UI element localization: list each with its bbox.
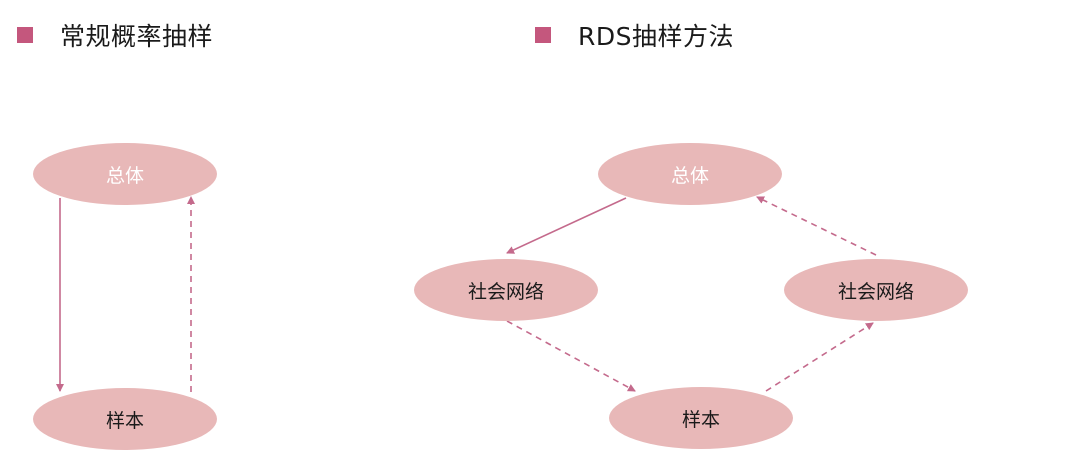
node-sample-right — [609, 387, 793, 449]
heading-conventional-sampling: 常规概率抽样 — [17, 17, 213, 53]
arrow-population-to-network-left — [506, 197, 627, 254]
arrow-network-left-to-sample-dashed — [506, 320, 636, 392]
heading-rds-sampling-text: RDS抽样方法 — [578, 22, 734, 51]
node-social-network-right-label: 社会网络 — [838, 281, 914, 303]
heading-conventional-sampling-text: 常规概率抽样 — [60, 22, 214, 51]
node-sample-left-label: 样本 — [106, 410, 144, 432]
right-diagram: 总体 社会网络 社会网络 样本 — [414, 143, 968, 449]
heading-rds-sampling: RDS抽样方法 — [535, 17, 734, 53]
node-social-network-left — [414, 259, 598, 321]
node-population-left — [33, 143, 217, 205]
arrow-network-right-to-population-dashed — [756, 196, 877, 256]
square-bullet-icon — [17, 27, 33, 43]
square-bullet-icon — [535, 27, 551, 43]
node-population-left-label: 总体 — [106, 165, 144, 187]
node-population-right-label: 总体 — [671, 165, 709, 187]
node-social-network-right — [784, 259, 968, 321]
left-diagram: 总体 样本 — [33, 143, 217, 450]
node-sample-right-label: 样本 — [682, 409, 720, 431]
arrow-sample-to-network-right-dashed — [765, 322, 874, 392]
node-social-network-left-label: 社会网络 — [468, 281, 544, 303]
node-sample-left — [33, 388, 217, 450]
node-population-right — [598, 143, 782, 205]
